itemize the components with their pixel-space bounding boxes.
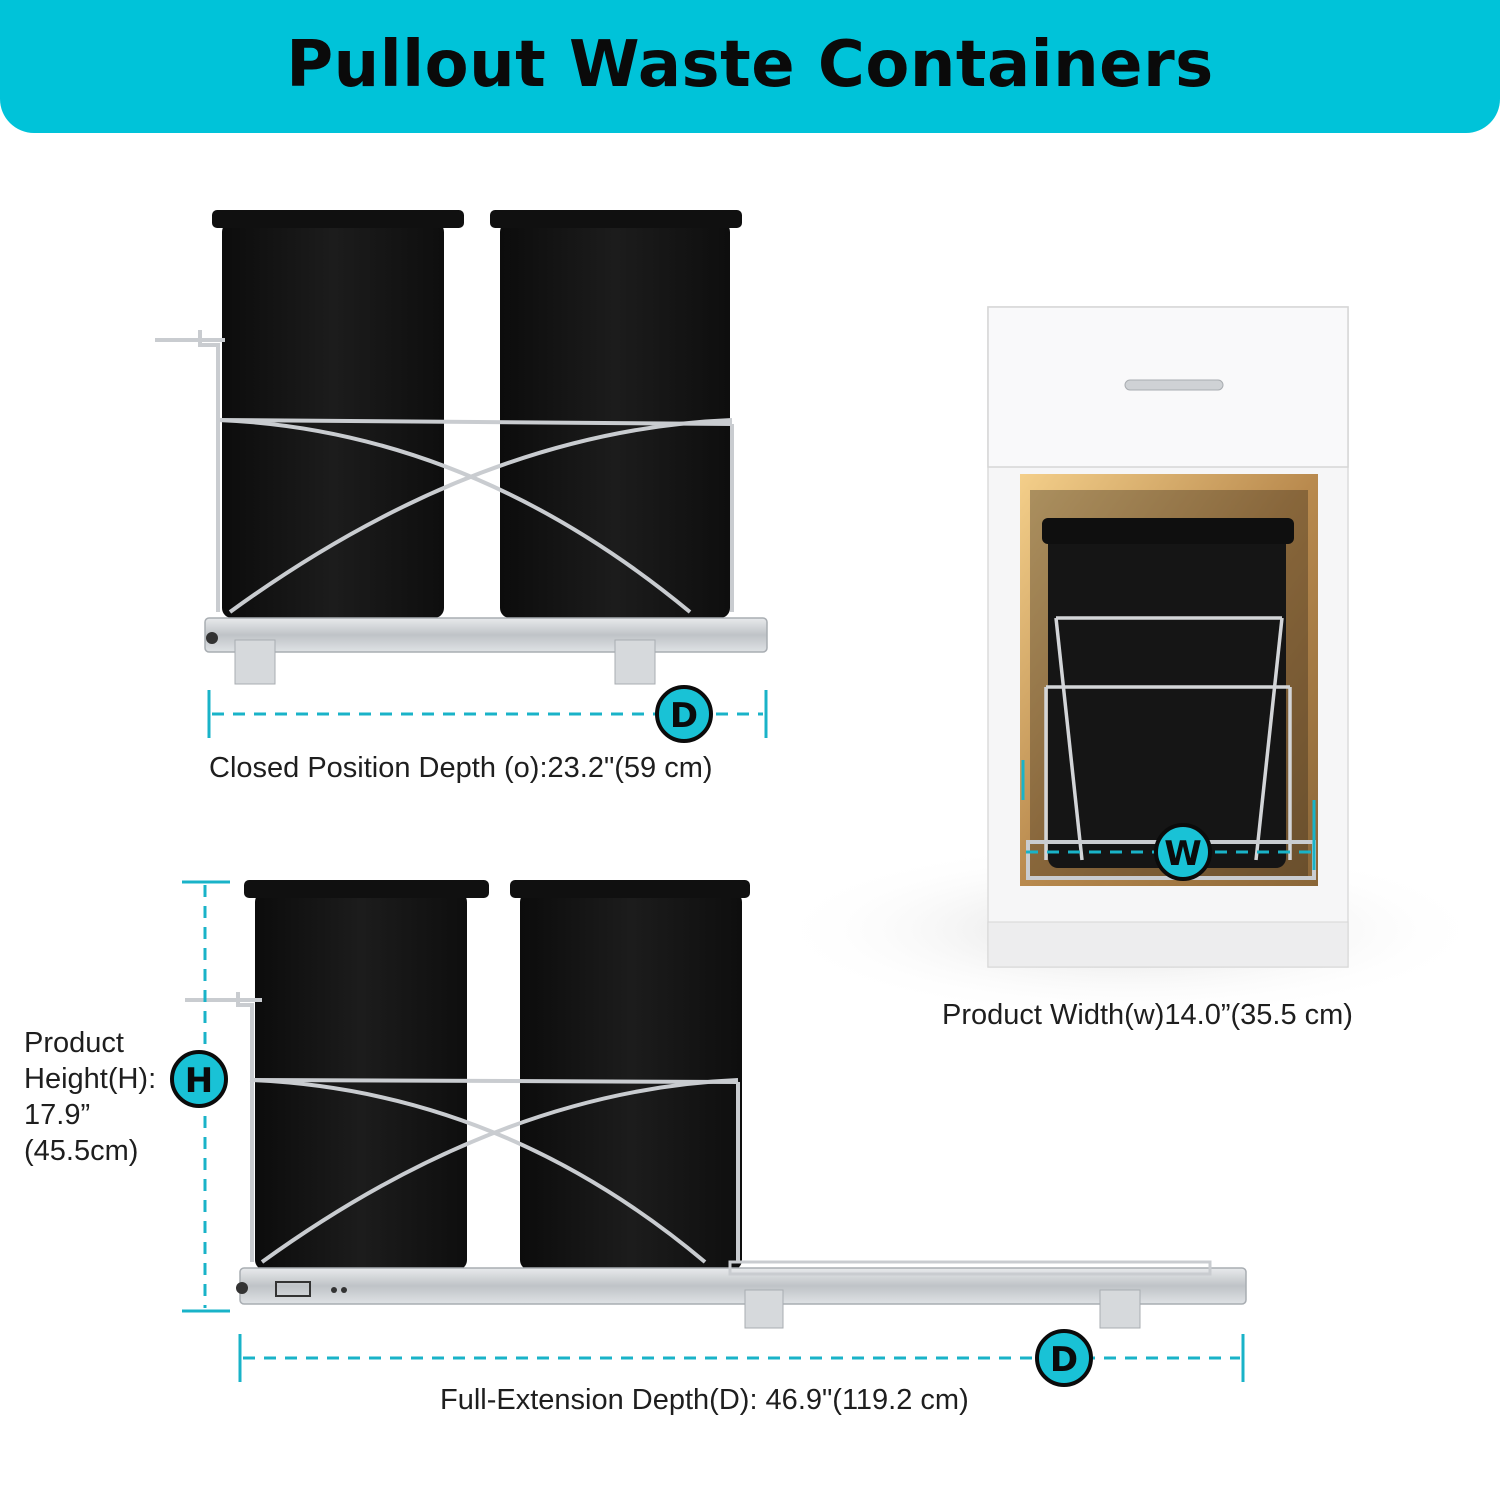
height-badge xyxy=(170,1050,228,1108)
extended-basket-frame xyxy=(728,1260,1212,1276)
height-label-line: 17.9” xyxy=(24,1099,91,1131)
title-banner xyxy=(0,0,1500,133)
height-badge-letter: H xyxy=(185,1061,213,1101)
cabinet-image xyxy=(770,306,1490,1020)
height-label-line: (45.5cm) xyxy=(24,1135,139,1167)
full-depth-dimension: D xyxy=(238,1329,1245,1387)
right-bin-rim xyxy=(490,210,742,228)
drawer-handle xyxy=(1124,379,1224,391)
page-title: Pullout Waste Containers xyxy=(286,28,1214,102)
closed-slide-rail xyxy=(204,617,768,653)
closed-depth-badge xyxy=(655,685,713,743)
right-bin-rim xyxy=(510,880,750,898)
left-bin-rim xyxy=(212,210,464,228)
width-badge-letter: W xyxy=(1164,834,1202,874)
rail-stop xyxy=(206,632,218,644)
cabinet-bin xyxy=(1048,528,1286,868)
closed-depth-dimension: D xyxy=(207,685,768,743)
rail-bracket xyxy=(234,639,276,685)
wire-frame xyxy=(155,330,734,614)
extended-product-image xyxy=(185,880,1247,1329)
rail-bracket xyxy=(614,639,656,685)
closed-depth-badge-letter: D xyxy=(670,696,698,736)
width-dimension: W xyxy=(1021,760,1316,881)
closed-depth-label: Closed Position Depth (o):23.2"(59 cm) xyxy=(209,752,713,784)
rail-bracket xyxy=(744,1289,784,1329)
height-label-line: Height(H): xyxy=(24,1063,157,1095)
rail-bracket xyxy=(1099,1289,1141,1329)
full-depth-badge-letter: D xyxy=(1050,1340,1078,1380)
cabinet-toe-kick xyxy=(987,921,1349,968)
product-height-label: Product Height(H): 17.9” (45.5cm) xyxy=(24,1025,156,1169)
product-width-label: Product Width(w)14.0”(35.5 cm) xyxy=(942,999,1353,1031)
rail-latch xyxy=(275,1281,311,1297)
full-depth-label: Full-Extension Depth(D): 46.9"(119.2 cm) xyxy=(440,1384,969,1416)
closed-product-image xyxy=(155,210,768,685)
width-badge xyxy=(1154,823,1212,881)
right-bin xyxy=(500,222,730,618)
cabinet-bin-rim xyxy=(1042,518,1294,544)
height-dimension: H xyxy=(170,880,230,1313)
cabinet-wire-frame xyxy=(1044,616,1292,861)
full-depth-badge xyxy=(1035,1329,1093,1387)
height-label-line: Product xyxy=(24,1027,124,1059)
wire-frame xyxy=(185,992,740,1264)
rail-stop xyxy=(236,1282,248,1294)
left-bin-rim xyxy=(244,880,489,898)
